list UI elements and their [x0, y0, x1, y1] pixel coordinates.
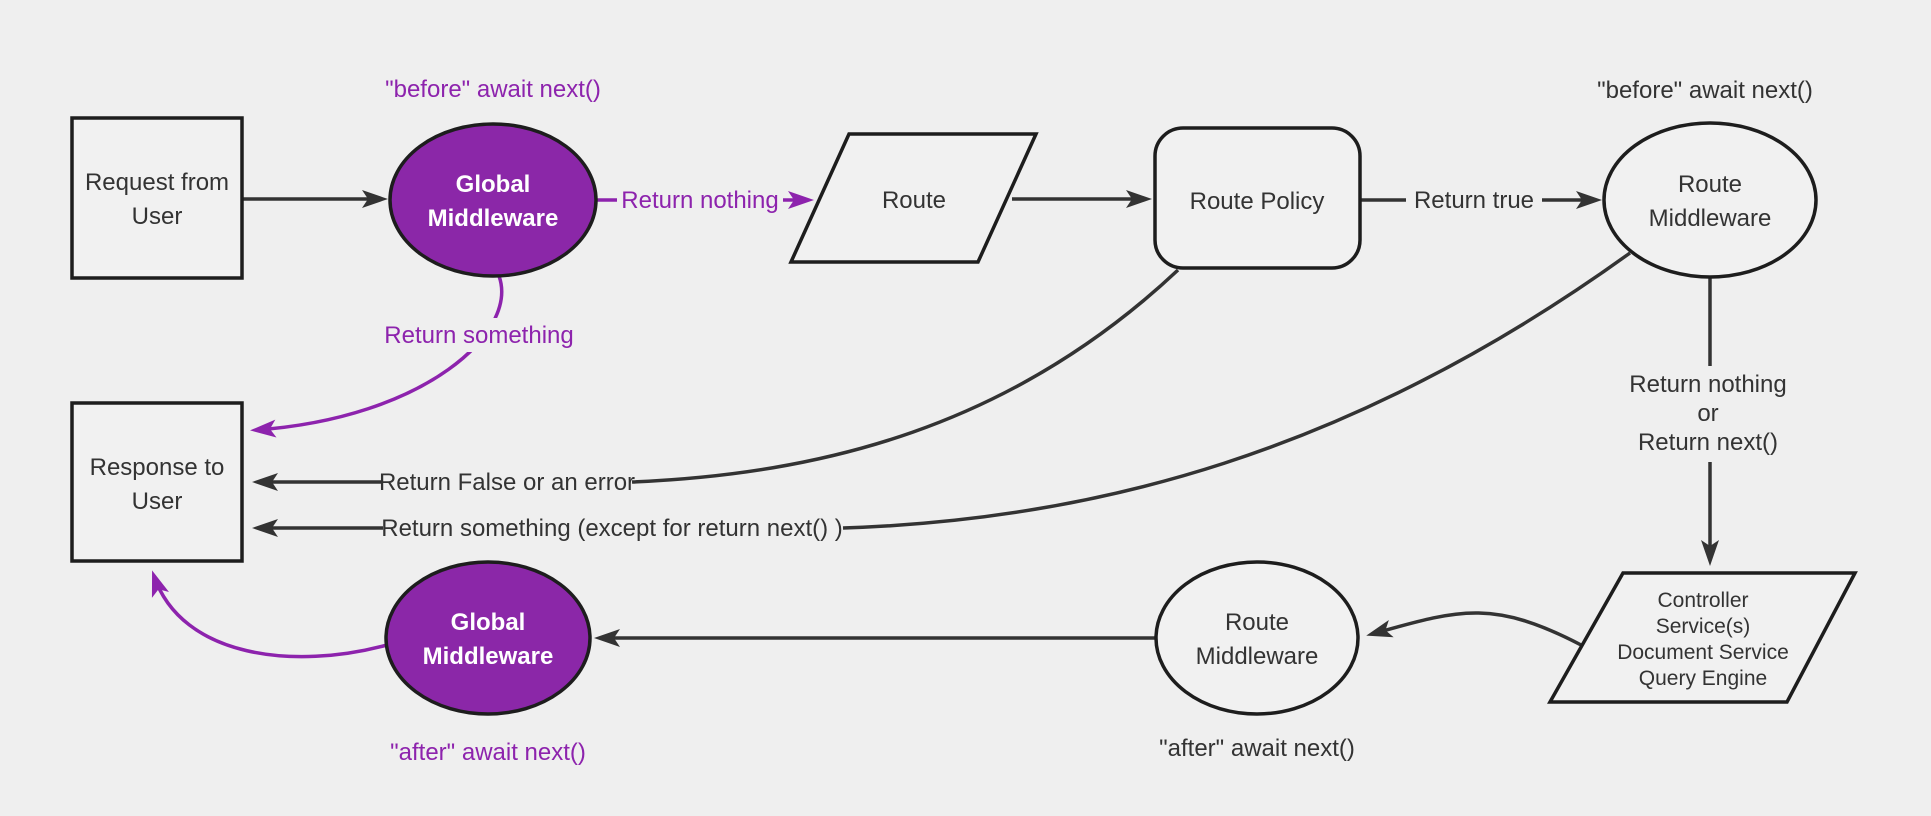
edge-global-middleware-bottom-to-response — [151, 570, 388, 659]
node-global-middleware-top — [388, 122, 598, 278]
label-after-await-next-global: "after" await next() — [390, 739, 586, 766]
node-label: Controller — [1657, 589, 1748, 612]
node-route-policy — [1153, 126, 1362, 270]
label-background — [1618, 366, 1802, 462]
label-return-true: Return true — [1414, 187, 1534, 214]
node-label: Global — [456, 171, 531, 198]
edge-labels: "before" await next() "before" await nex… — [379, 76, 1813, 766]
edge-route-policy-return-false-curve — [631, 268, 1180, 484]
node-route-middleware-bottom — [1154, 560, 1360, 716]
node-label: Document Service — [1617, 641, 1789, 664]
node-label: Route Policy — [1190, 188, 1325, 215]
node-route-middleware-top — [1602, 121, 1818, 279]
label-return-false-or-error: Return False or an error — [379, 469, 635, 496]
node-request-from-user — [70, 116, 244, 280]
nodes: Request from User Global Middleware Rout… — [70, 116, 1858, 716]
node-label: Route — [882, 187, 946, 214]
label-background — [388, 318, 572, 352]
node-label: Request from — [85, 169, 229, 196]
label-return-something-except: Return something (except for return next… — [381, 515, 843, 542]
label-return-nothing-or-next-line3: Return next() — [1638, 429, 1778, 456]
label-before-await-next-route: "before" await next() — [1597, 77, 1813, 104]
node-label: Query Engine — [1639, 667, 1767, 690]
node-label: Service(s) — [1656, 615, 1751, 638]
node-label: User — [132, 203, 183, 230]
label-before-await-next-global: "before" await next() — [385, 76, 601, 103]
edges — [151, 190, 1719, 659]
label-return-nothing: Return nothing — [621, 187, 778, 214]
node-label: Middleware — [1196, 643, 1319, 670]
node-label: Route — [1225, 609, 1289, 636]
node-response-to-user — [70, 401, 244, 563]
node-global-middleware-bottom — [384, 560, 592, 716]
edge-route-middleware-return-something-curve — [842, 251, 1632, 530]
edge-controller-to-route-middleware-bottom — [1366, 611, 1584, 648]
node-label: Global — [451, 609, 526, 636]
label-return-nothing-or-next-line2: or — [1697, 400, 1718, 427]
node-controller-services — [1546, 571, 1858, 704]
edge-return-something-to-response — [250, 275, 504, 438]
node-label: Middleware — [1649, 205, 1772, 232]
node-label: Middleware — [428, 205, 559, 232]
label-return-something: Return something — [384, 322, 573, 349]
node-label: Route — [1678, 171, 1742, 198]
node-label: Middleware — [423, 643, 554, 670]
edge-label-backgrounds — [388, 184, 1802, 462]
label-after-await-next-route: "after" await next() — [1159, 735, 1355, 762]
node-route — [788, 132, 1039, 264]
label-background — [617, 184, 783, 216]
node-label: User — [132, 488, 183, 515]
label-background — [1406, 184, 1542, 216]
node-label: Response to — [90, 454, 225, 481]
label-return-nothing-or-next-line1: Return nothing — [1629, 371, 1786, 398]
